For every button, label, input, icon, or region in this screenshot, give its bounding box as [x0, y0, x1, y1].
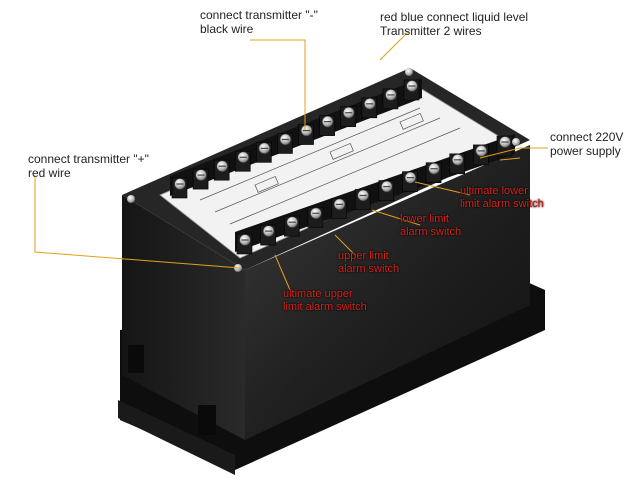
label-line: limit alarm switch: [460, 198, 544, 210]
label-line: black wire: [200, 22, 254, 36]
label-transmitter-plus: connect transmitter "+" red wire: [28, 152, 149, 180]
label-power-supply: connect 220V power supply: [550, 130, 623, 158]
label-line: Transmitter 2 wires: [380, 24, 482, 38]
label-transmitter-minus: connect transmitter "-" black wire: [200, 8, 318, 36]
label-lower-limit: lower limit alarm switch: [400, 213, 461, 239]
label-line: alarm switch: [400, 226, 462, 238]
label-line: limit alarm switch: [283, 301, 367, 313]
bezel-lip: [118, 400, 235, 475]
label-ultimate-upper: ultimate upper limit alarm switch: [283, 288, 367, 314]
label-ultimate-lower: ultimate lower limit alarm switch: [460, 185, 544, 211]
label-line: ultimate lower: [460, 185, 528, 197]
terminal-row-front: [235, 134, 515, 255]
label-liquid-level: red blue connect liquid level Transmitte…: [380, 10, 528, 38]
label-line: connect transmitter "+": [28, 152, 149, 166]
housing-side: [122, 195, 245, 440]
terminal-strip-base: [235, 134, 515, 252]
label-line: power supply: [550, 144, 621, 158]
label-line: red wire: [28, 166, 71, 180]
terminal-strip-base: [170, 78, 422, 196]
mounting-clip-left: [128, 345, 144, 373]
callout-lines: [34, 29, 548, 291]
mounting-clip-right: [198, 405, 216, 435]
label-line: upper limit: [338, 250, 389, 262]
label-line: alarm switch: [338, 263, 400, 275]
label-line: ultimate upper: [283, 288, 353, 300]
label-line: connect 220V: [550, 130, 624, 144]
housing-front: [245, 145, 530, 440]
wiring-diagram-lines: [199, 107, 461, 225]
terminal-row-back: [170, 78, 422, 199]
label-line: red blue connect liquid level: [380, 10, 529, 24]
label-upper-limit: upper limit alarm switch: [338, 250, 399, 276]
corner-screw-icon: [512, 138, 520, 146]
corner-screw-icon: [405, 68, 413, 76]
label-line: connect transmitter "-": [200, 8, 318, 22]
label-line: lower limit: [400, 213, 449, 225]
corner-screw-icon: [127, 195, 135, 203]
